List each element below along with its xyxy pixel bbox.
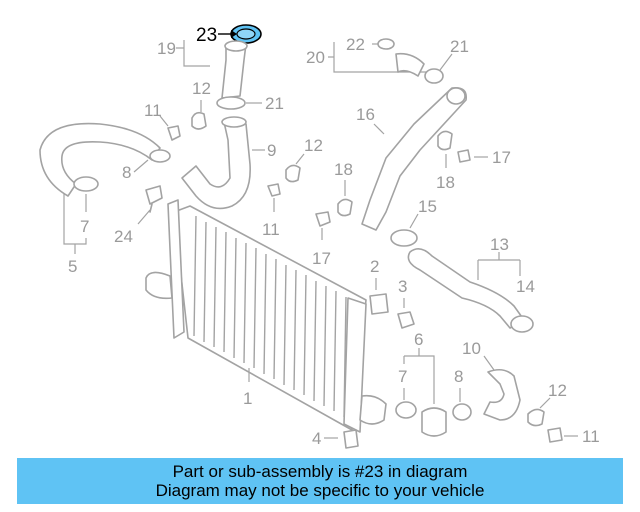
part-9-pipe-end [221,116,247,128]
callout-11-a[interactable]: 11 [144,101,162,120]
callout-15[interactable]: 15 [418,197,437,216]
callout-11-c[interactable]: 11 [582,427,600,446]
part-8-clamp-a[interactable] [149,149,171,163]
part-24-sensor[interactable] [145,185,163,213]
part-9-pipe[interactable] [181,119,251,210]
bracket-6 [403,348,435,404]
part-17-bolt-b[interactable] [457,149,471,163]
leader-21-b [439,53,453,71]
callout-18-b[interactable]: 18 [436,173,455,192]
part-10-elbow[interactable] [483,368,521,421]
callout-2[interactable]: 2 [370,257,379,276]
part-11-bolt-a[interactable] [167,125,181,141]
leader-24 [137,209,151,225]
part-2-bracket[interactable] [369,293,389,315]
part-15-clamp[interactable] [390,229,418,247]
callout-7-a[interactable]: 7 [80,217,89,236]
callout-7-b[interactable]: 7 [398,367,407,386]
callout-9[interactable]: 9 [267,141,276,160]
callout-20[interactable]: 20 [306,48,325,67]
part-19-pipe[interactable] [221,43,247,99]
part-23-seal[interactable] [230,24,262,44]
callout-17-b[interactable]: 17 [492,148,511,167]
callout-21-b[interactable]: 21 [450,37,469,56]
part-18-plug-b[interactable] [437,130,453,151]
callout-4[interactable]: 4 [312,429,321,448]
callout-22[interactable]: 22 [346,35,365,54]
callout-17-a[interactable]: 17 [312,249,331,268]
part-5-hose[interactable] [39,122,161,197]
callout-5[interactable]: 5 [68,257,77,276]
part-17-bolt-a[interactable] [315,211,331,227]
leader-12-b [295,153,305,165]
callout-12-a[interactable]: 12 [192,79,211,98]
bracket-5 [63,194,87,254]
part-14-clamp[interactable] [510,315,534,333]
banner-line-2: Diagram may not be specific to your vehi… [155,481,485,500]
part-12-plug-c[interactable] [527,408,545,427]
part-16-pipe[interactable] [361,86,468,231]
callout-21-a[interactable]: 21 [265,94,284,113]
part-16-pipe-end [446,87,466,105]
part-21-clamp-a[interactable] [216,96,246,110]
bracket-13 [477,252,521,280]
callout-12-b[interactable]: 12 [304,136,323,155]
callout-18-a[interactable]: 18 [334,160,353,179]
part-3-bolt[interactable] [397,311,415,329]
part-8-clamp-b[interactable] [452,403,472,421]
part-13-hose[interactable] [407,248,525,329]
part-7-clamp-a[interactable] [73,176,99,192]
leader-8-a [133,159,149,173]
part-12-plug-a[interactable] [191,111,207,130]
callout-11-b[interactable]: 11 [262,220,280,239]
callout-10[interactable]: 10 [462,339,481,358]
part-21-clamp-b[interactable] [424,68,444,84]
part-18-plug-a[interactable] [337,198,353,217]
leader-10 [483,355,495,371]
part-1-intercooler[interactable] [145,199,387,433]
part-12-plug-b[interactable] [285,164,301,183]
part-6-coupler[interactable] [421,407,447,437]
part-7-clamp-b[interactable] [395,401,417,419]
arrow-23 [231,30,237,38]
info-banner: Part or sub-assembly is #23 in diagram D… [17,458,623,504]
callout-14[interactable]: 14 [516,277,535,296]
callout-24[interactable]: 24 [114,227,133,246]
leader-16 [373,123,385,135]
callout-13[interactable]: 13 [490,235,509,254]
part-11-bolt-c[interactable] [547,427,563,443]
leader-12-c [539,397,551,409]
callout-16[interactable]: 16 [356,105,375,124]
leader-11-a [159,115,169,127]
callout-23[interactable]: 23 [196,25,217,46]
part-4-grommet[interactable] [343,429,359,449]
part-22-seal[interactable] [377,38,395,50]
leader-15 [409,213,419,229]
callout-6[interactable]: 6 [414,330,423,349]
part-19-pipe-end [224,40,248,52]
callout-12-c[interactable]: 12 [548,381,567,400]
part-11-bolt-b[interactable] [267,183,281,197]
callout-3[interactable]: 3 [398,277,407,296]
callout-8-a[interactable]: 8 [122,163,131,182]
bracket-19 [176,40,210,67]
banner-line-1: Part or sub-assembly is #23 in diagram [172,462,468,481]
callout-8-b[interactable]: 8 [454,367,463,386]
callout-19[interactable]: 19 [157,39,176,58]
part-20-elbow[interactable] [395,52,425,77]
callout-1[interactable]: 1 [243,389,252,408]
